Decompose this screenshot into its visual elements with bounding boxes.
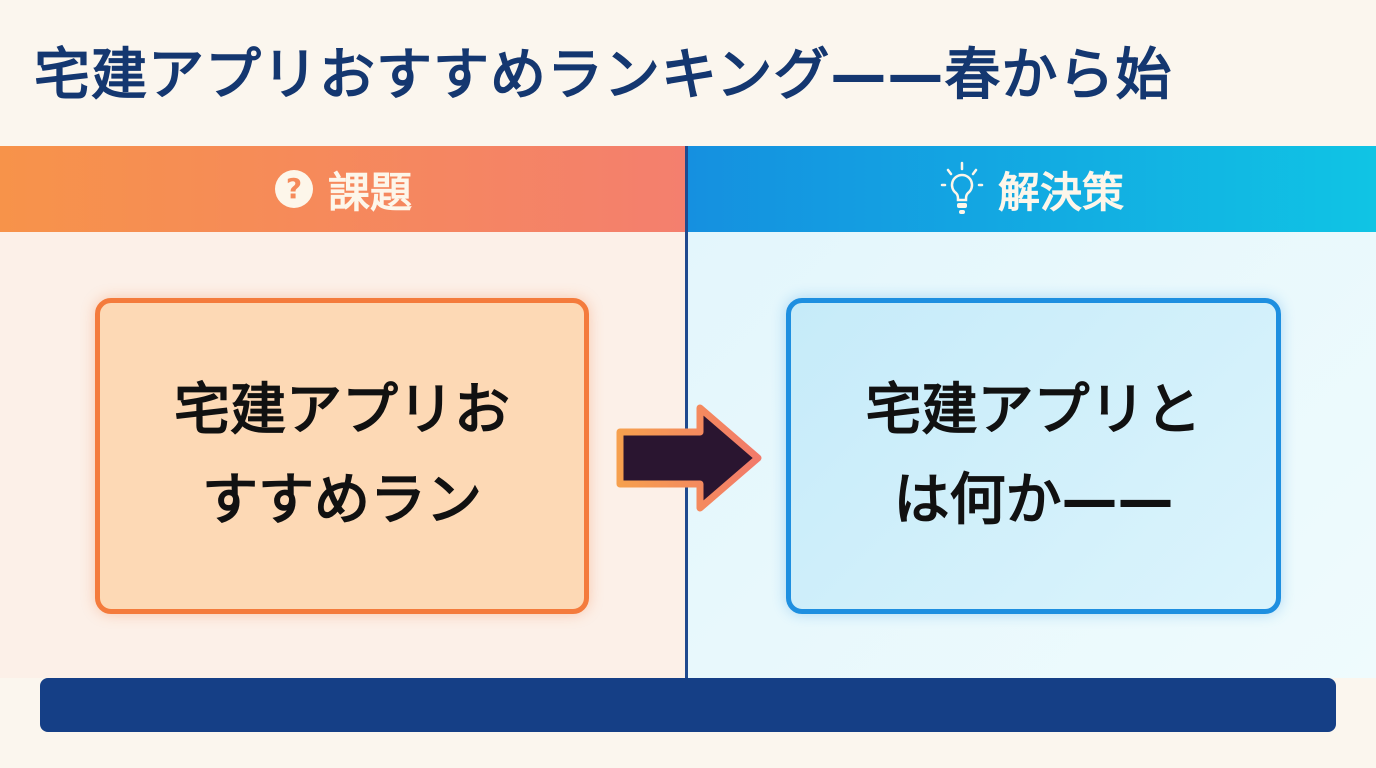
lightbulb-icon (940, 161, 984, 214)
page-title: 宅建アプリおすすめランキング——春から始 (34, 43, 1173, 108)
arrow-right-icon (616, 404, 762, 512)
solution-text-line1: 宅建アプリと (865, 378, 1202, 443)
problem-text-line2: すすめラン (202, 468, 482, 533)
problem-header-label: 課題 (327, 167, 412, 217)
problem-text-line1: 宅建アプリお (174, 378, 510, 443)
problem-box: 宅建アプリおすすめラン (95, 298, 589, 614)
solution-header-label: 解決策 (997, 167, 1124, 217)
solution-text-line2: は何か—— (893, 468, 1174, 533)
solution-box: 宅建アプリとは何か—— (786, 298, 1281, 614)
solution-header: 解決策 (688, 146, 1376, 232)
divider (685, 146, 688, 678)
question-circle-icon: ? (274, 170, 313, 208)
problem-header: ? 課題 (0, 146, 686, 232)
footer-bar (40, 678, 1336, 732)
svg-text:?: ? (286, 172, 302, 205)
